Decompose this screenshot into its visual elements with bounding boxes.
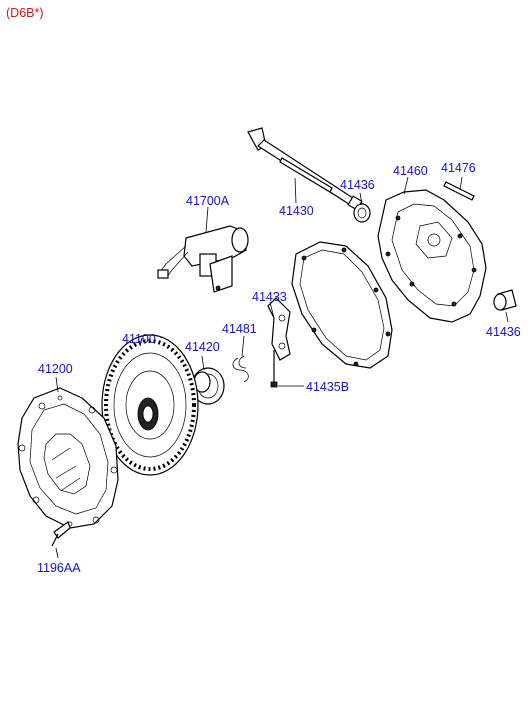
label-41433: 41433 bbox=[252, 290, 287, 304]
retainer-clip bbox=[232, 355, 249, 383]
pin bbox=[443, 181, 475, 201]
label-41436-right: 41436 bbox=[486, 325, 521, 339]
bushing-right bbox=[493, 289, 517, 311]
housing-gasket bbox=[291, 241, 393, 369]
label-41476: 41476 bbox=[441, 161, 476, 175]
label-41460: 41460 bbox=[393, 164, 428, 178]
label-41436-top: 41436 bbox=[340, 178, 375, 192]
clutch-disc bbox=[101, 334, 199, 476]
bushing-top bbox=[353, 203, 371, 223]
label-41435b: 41435B bbox=[306, 380, 349, 394]
pressure-plate bbox=[17, 387, 119, 529]
release-fork-shaft bbox=[247, 127, 363, 211]
label-1196aa: 1196AA bbox=[37, 561, 81, 575]
label-41430: 41430 bbox=[279, 204, 314, 218]
bolt-1196aa bbox=[51, 521, 71, 547]
release-bearing bbox=[191, 367, 225, 405]
label-41700a: 41700A bbox=[186, 194, 230, 208]
label-41100: 41100 bbox=[122, 332, 156, 346]
label-41200: 41200 bbox=[38, 362, 73, 376]
bolt-41435b bbox=[270, 350, 278, 388]
release-fork bbox=[267, 297, 291, 361]
label-41481: 41481 bbox=[222, 322, 257, 336]
model-code: (D6B*) bbox=[6, 6, 44, 20]
release-cylinder bbox=[157, 225, 249, 293]
clutch-housing bbox=[377, 189, 487, 323]
label-41420: 41420 bbox=[185, 340, 220, 354]
